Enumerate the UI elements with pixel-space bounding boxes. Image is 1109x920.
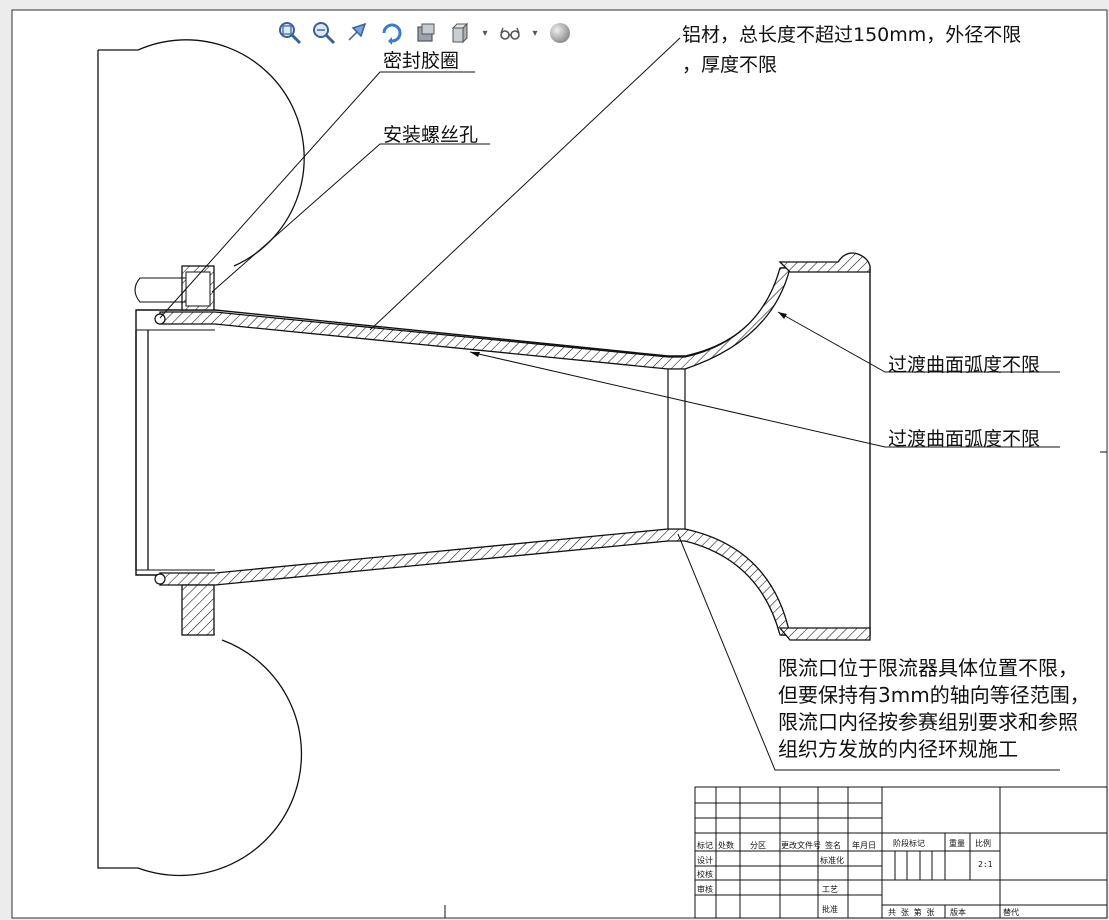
annotation-transition-1: 过渡曲面弧度不限 <box>888 354 1041 376</box>
tb-scale-value: 2:1 <box>978 860 993 869</box>
tb-header-docno: 更改文件号 <box>781 840 821 850</box>
tb-row-review: 审核 <box>697 884 713 894</box>
lower-mount-lug <box>181 584 215 636</box>
tb-weight: 重量 <box>949 838 965 848</box>
tb-row-design: 设计 <box>697 855 713 865</box>
zoom-to-area-button[interactable] <box>309 18 339 48</box>
drawing-sheet <box>11 9 1108 919</box>
seal-ring-bottom <box>154 573 166 585</box>
annotation-restrictor-line1: 限流口位于限流器具体位置不限， <box>778 656 1078 680</box>
annotation-restrictor-line2: 但要保持有3mm的轴向等径范围， <box>778 683 1090 707</box>
tb-scale-label: 比例 <box>975 838 991 848</box>
title-block <box>694 786 1108 919</box>
leader-lines <box>159 37 1060 771</box>
flange-outline <box>97 39 305 877</box>
annotation-material-line1: 铝材，总长度不超过150mm，外径不限 <box>682 24 1022 46</box>
previous-view-icon <box>348 22 367 41</box>
tb-header-mark: 标记 <box>697 840 713 850</box>
zoom-to-fit-button[interactable] <box>275 18 305 48</box>
zoom-to-area-icon <box>313 22 336 45</box>
bolt-stub <box>134 277 186 303</box>
view-orientation-dropdown[interactable]: ▾ <box>482 27 488 39</box>
leader-arrowhead <box>470 352 480 357</box>
section-view-icon <box>417 23 435 42</box>
hide-show-items-button[interactable] <box>495 18 525 48</box>
annotation-mount-hole: 安装螺丝孔 <box>383 124 479 146</box>
annotation-restrictor-line4: 组织方发放的内径环规施工 <box>778 737 1018 761</box>
appearance-button[interactable] <box>545 18 575 48</box>
tb-header-sign: 签名 <box>825 840 841 850</box>
glasses-icon <box>500 27 520 40</box>
tb-row-approve: 批准 <box>822 904 838 914</box>
rotate-view-icon <box>382 23 402 45</box>
tb-row-process: 工艺 <box>822 885 838 894</box>
lower-wall-section <box>159 528 791 636</box>
tb-row-standard: 标准化 <box>820 855 844 865</box>
tb-header-date: 年月日 <box>852 840 876 850</box>
tb-sheet-count: 共 张 第 张 <box>888 907 934 917</box>
tb-header-count: 处数 <box>718 840 734 850</box>
annotation-restrictor-line3: 限流口内径按参赛组别要求和参照 <box>778 710 1078 734</box>
heads-up-view-toolbar: ▾ ▾ <box>275 16 575 50</box>
tb-row-check: 校核 <box>697 869 713 879</box>
view-orientation-button[interactable] <box>445 18 475 48</box>
appearance-sphere-icon <box>550 23 570 43</box>
section-view-button[interactable] <box>411 18 441 48</box>
hide-show-dropdown[interactable]: ▾ <box>532 27 538 39</box>
throat-section <box>667 368 686 530</box>
tb-stage-mark: 阶段标记 <box>893 838 925 848</box>
view-orientation-icon <box>451 22 469 44</box>
rotate-view-button[interactable] <box>377 18 407 48</box>
lower-exit-lip <box>778 627 871 641</box>
zoom-to-fit-icon <box>279 22 302 45</box>
annotation-transition-2: 过渡曲面弧度不限 <box>888 428 1041 450</box>
tb-version: 版本 <box>950 907 966 917</box>
previous-view-button[interactable] <box>343 18 373 48</box>
tb-header-zone: 分区 <box>750 841 766 850</box>
upper-exit-lip <box>778 252 871 273</box>
seal-ring-top <box>154 313 166 325</box>
leader-arrowhead <box>778 312 787 319</box>
annotation-seal-ring: 密封胶圈 <box>383 50 460 72</box>
tb-replace: 替代 <box>1003 907 1019 917</box>
annotation-material-line2: ，厚度不限 <box>682 54 778 76</box>
upper-mount-hole <box>185 271 211 307</box>
